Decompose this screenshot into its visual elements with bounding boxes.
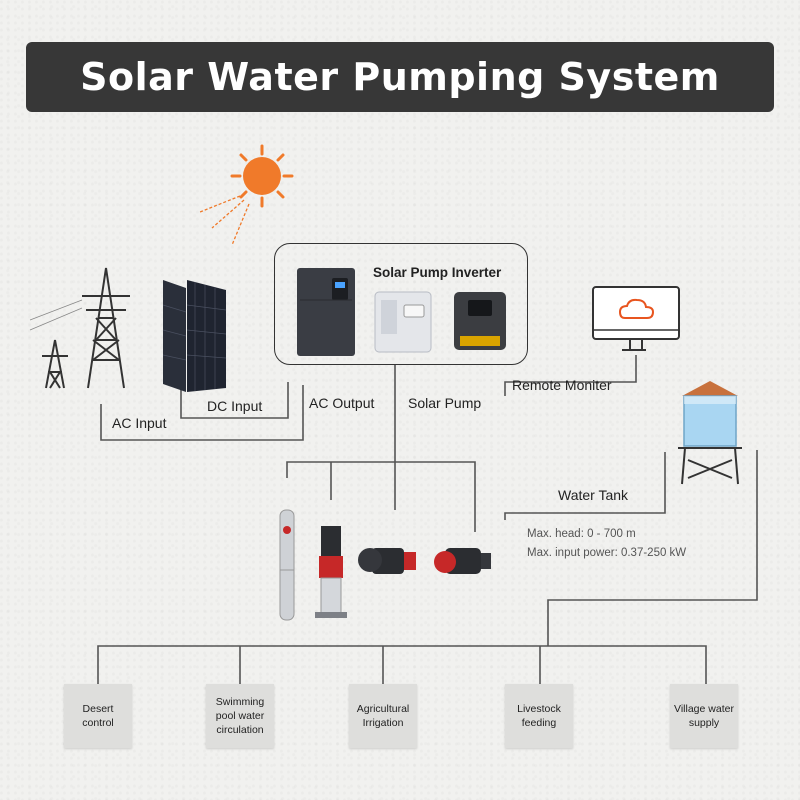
page-title: Solar Water Pumping System [80,55,720,99]
pump-bus-line [286,461,476,532]
pump-icon [279,509,491,621]
monitor-icon [592,286,680,351]
ac-output-label: AC Output [309,395,375,411]
application-label: Desert control [82,702,114,729]
application-card-swimming-pool: Swimming pool water circulation [206,684,274,748]
sun-icon [199,144,294,246]
application-label: Swimming pool water circulation [215,695,265,737]
application-card-desert-control: Desert control [64,684,132,748]
application-bus-line [97,645,707,686]
dc-input-label: DC Input [207,398,263,414]
application-card-livestock-feeding: Livestock feeding [505,684,573,748]
water-tank-icon [678,381,742,485]
water-tank-line [504,452,666,520]
remote-monitor-label: Remote Moniter [512,377,612,393]
water-tank-label: Water Tank [558,487,629,503]
application-label: Livestock feeding [517,702,561,729]
cloud-icon [618,298,655,319]
dc-input-line [180,382,289,419]
inverter-group-box [274,243,528,365]
solar-pump-inverter-label: Solar Pump Inverter [373,265,502,280]
power-tower-icon [29,267,130,389]
ac-input-label: AC Input [112,415,167,431]
application-card-village-water-supply: Village water supply [670,684,738,748]
ac-input-line [100,385,304,441]
solar-pump-label: Solar Pump [408,395,482,411]
max-head-spec: Max. head: 0 - 700 m [527,528,636,540]
inverter-icon [297,268,506,356]
application-label: Village water supply [674,702,734,729]
title-bar: Solar Water Pumping System [26,42,774,112]
application-label: Agricultural Irrigation [356,702,410,729]
remote-monitor-line [504,355,637,396]
tank-distribution-line [547,450,758,646]
application-card-agricultural-irrigation: Agricultural Irrigation [349,684,417,748]
solar-panel-icon [162,280,227,392]
connection-lines [97,355,758,686]
max-input-power-spec: Max. input power: 0.37-250 kW [527,547,687,559]
